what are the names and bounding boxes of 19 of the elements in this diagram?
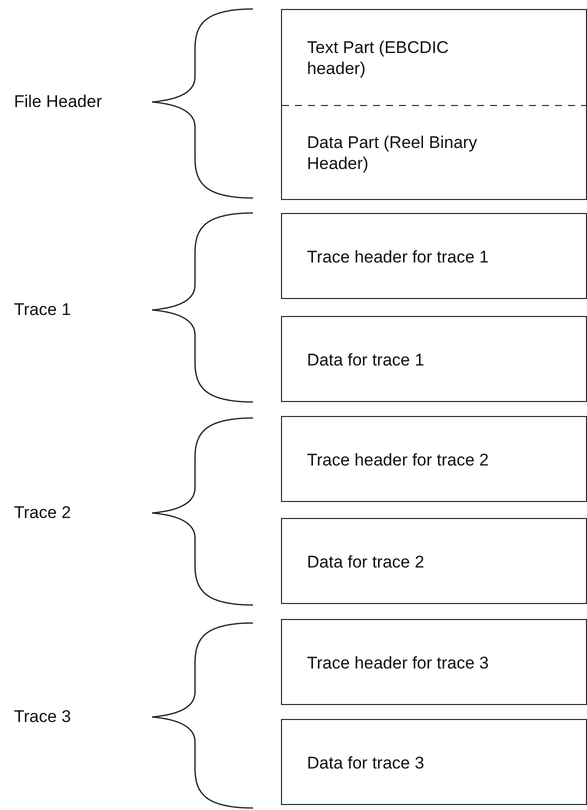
box-text: Data for trace 3 — [307, 752, 424, 774]
box-text: Trace header for trace 1 — [307, 246, 489, 268]
record-box — [281, 518, 587, 604]
record-box — [281, 416, 587, 502]
box-text: Data for trace 2 — [307, 552, 424, 572]
group-label: File Header — [14, 92, 102, 112]
group-label: Trace 2 — [14, 503, 72, 523]
box-text: Text Part (EBCDIC header) — [307, 36, 450, 79]
box-text: Data for trace 1 — [307, 350, 424, 370]
record-box — [281, 316, 587, 402]
box-text: Data Part (Reel Binary Header) — [307, 132, 478, 174]
record-box — [281, 719, 587, 805]
record-box — [281, 9, 587, 200]
record-box — [281, 213, 587, 299]
record-box — [281, 619, 587, 705]
box-text: Trace header for trace 3 — [307, 652, 489, 674]
box-text: Trace header for trace 2 — [307, 450, 489, 470]
group-label: Trace 1 — [14, 300, 72, 320]
group-label: Trace 3 — [14, 707, 72, 727]
